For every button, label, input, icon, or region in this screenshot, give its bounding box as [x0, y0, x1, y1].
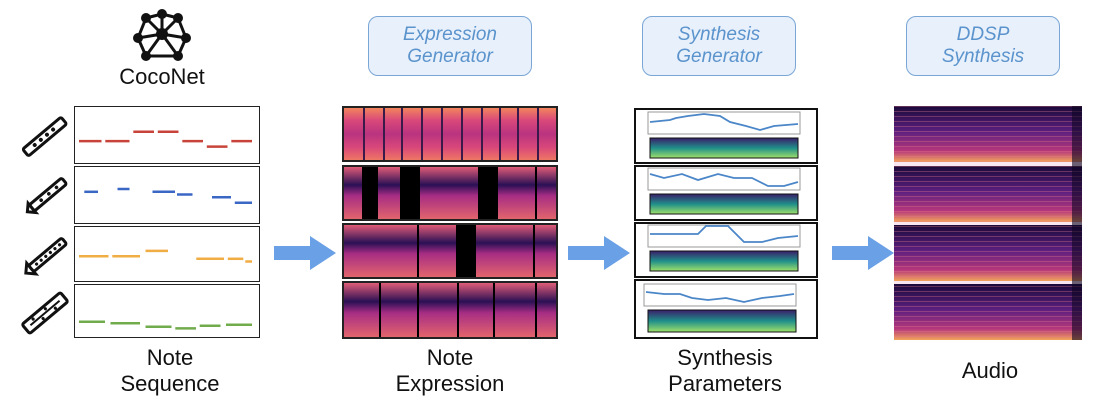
- coconet-label: CocoNet: [119, 64, 205, 89]
- note-sequence-panel-3: [74, 226, 260, 282]
- ddsp-synthesis-line1: DDSP: [956, 24, 1010, 45]
- note-sequence-panel-1: [74, 106, 260, 164]
- audio-spectrogram-panel: [894, 106, 1082, 340]
- arrow-2-icon: [568, 236, 632, 275]
- expression-generator-line1: Expression: [403, 24, 497, 45]
- caption-note-expression-line2: Expression: [395, 371, 505, 396]
- caption-synthesis-parameters: Synthesis Parameters: [650, 345, 800, 397]
- ddsp-synthesis-box: DDSP Synthesis: [906, 16, 1060, 76]
- coconet-network-icon: [132, 8, 192, 64]
- saxophone-icon: [18, 228, 72, 286]
- synthesis-generator-box: Synthesis Generator: [642, 16, 796, 76]
- clarinet-icon: [18, 170, 72, 224]
- arrow-3-icon: [832, 236, 896, 275]
- note-sequence-panel-2: [74, 166, 260, 224]
- note-sequence-panel-4: [74, 284, 260, 338]
- note-expression-panel: [342, 106, 558, 340]
- caption-note-expression-line1: Note: [426, 345, 474, 370]
- synthesis-parameters-panel: [634, 108, 818, 340]
- ddsp-synthesis-line2: Synthesis: [941, 46, 1025, 67]
- caption-audio-line1: Audio: [961, 358, 1019, 383]
- caption-note-sequence: Note Sequence: [110, 345, 230, 397]
- synthesis-generator-line2: Generator: [676, 46, 762, 67]
- caption-note-sequence-line2: Sequence: [120, 371, 220, 396]
- caption-audio: Audio: [930, 358, 1050, 384]
- expression-generator-box: Expression Generator: [368, 16, 532, 76]
- caption-note-sequence-line1: Note: [146, 345, 194, 370]
- synthesis-generator-line1: Synthesis: [677, 24, 761, 45]
- expression-generator-line2: Generator: [407, 46, 493, 67]
- caption-note-expression: Note Expression: [380, 345, 520, 397]
- arrow-1-icon: [274, 236, 338, 275]
- caption-synthesis-parameters-line1: Synthesis: [677, 345, 773, 370]
- flute-icon: [18, 112, 72, 162]
- bassoon-icon: [18, 286, 72, 340]
- caption-synthesis-parameters-line2: Parameters: [668, 371, 782, 396]
